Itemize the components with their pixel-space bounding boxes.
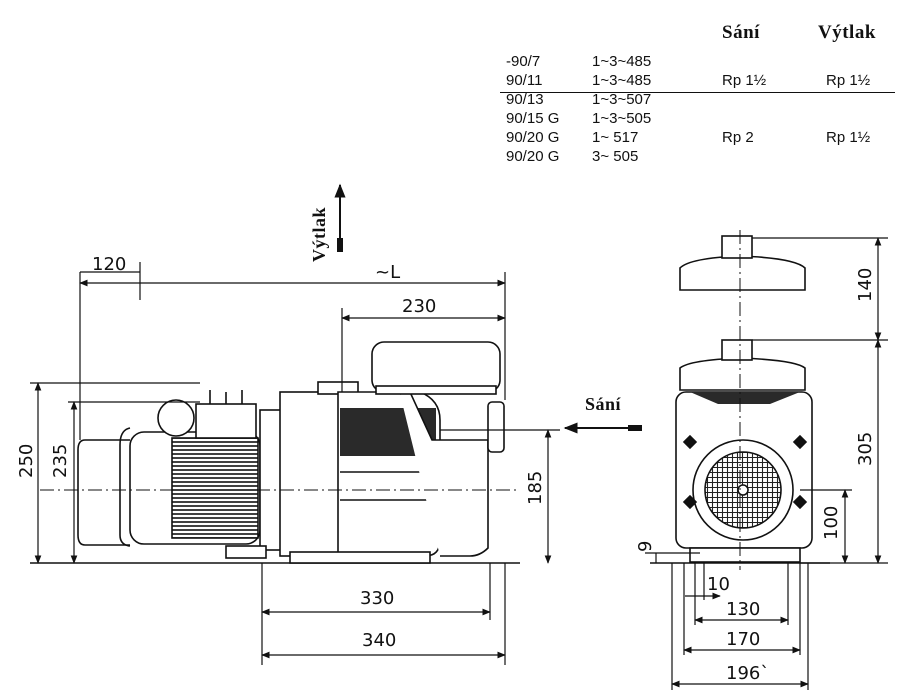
row-power: 1~ 517 xyxy=(592,129,639,146)
row-vytlak: Rp 1½ xyxy=(826,129,871,146)
table-row: 90/20 G 1~ 517 Rp 2 Rp 1½ xyxy=(500,128,895,147)
front-base xyxy=(689,547,801,563)
dim-100: 100 xyxy=(821,506,842,540)
lid-removed xyxy=(679,255,806,291)
fan-cover-edge xyxy=(119,427,131,547)
row-model: 90/11 xyxy=(506,72,543,89)
front-view xyxy=(650,230,830,570)
dim-340: 340 xyxy=(362,630,396,651)
table-row: 90/20 G 3~ 505 xyxy=(500,147,895,166)
front-view-dimensions xyxy=(645,237,888,690)
dim-9: 9 xyxy=(635,541,656,552)
row-sani: Rp 1½ xyxy=(722,72,767,89)
strainer-lid-ring xyxy=(375,385,497,395)
row-model: 90/20 G xyxy=(506,129,560,146)
spec-table: Sání Výtlak -90/7 1~3~485 90/11 1~3~485 … xyxy=(500,22,895,166)
lid-handle-mounted xyxy=(721,339,753,361)
dim-196: 196` xyxy=(726,663,769,684)
motor-fins xyxy=(171,437,259,539)
flow-arrows xyxy=(334,183,642,434)
label-length: ~L xyxy=(375,262,400,283)
dim-170: 170 xyxy=(726,629,760,650)
dim-10: 10 xyxy=(707,574,730,595)
terminal-box xyxy=(195,403,257,439)
capacitor xyxy=(157,399,195,437)
mount-bolts xyxy=(682,434,808,510)
strainer-housing xyxy=(399,391,489,557)
header-sani: Sání xyxy=(722,22,760,43)
fan-hub xyxy=(737,484,749,496)
lid-mounted xyxy=(679,357,806,391)
table-row: -90/7 1~3~485 xyxy=(500,52,895,71)
suction-port xyxy=(487,401,505,453)
dim-230: 230 xyxy=(402,296,436,317)
base-foot-front xyxy=(289,551,431,564)
dim-305: 305 xyxy=(855,432,876,466)
discharge-arrow-tail xyxy=(337,238,343,252)
row-model: 90/20 G xyxy=(506,148,560,165)
side-view xyxy=(30,341,520,564)
base-foot-rear xyxy=(225,545,267,559)
lid-handle-removed xyxy=(721,235,753,259)
dim-140: 140 xyxy=(855,268,876,302)
dim-130: 130 xyxy=(726,599,760,620)
dim-250: 250 xyxy=(16,444,37,478)
row-power: 1~3~485 xyxy=(592,72,652,89)
row-model: 90/13 xyxy=(506,91,544,108)
side-view-dimensions xyxy=(30,262,560,665)
row-model: 90/15 G xyxy=(506,110,560,127)
fan-cover xyxy=(77,439,130,546)
row-sani: Rp 2 xyxy=(722,129,754,146)
front-shaded-top xyxy=(690,392,800,404)
pump-housing-front xyxy=(279,391,341,557)
header-vytlak: Výtlak xyxy=(818,22,876,43)
row-model: -90/7 xyxy=(506,53,541,70)
suction-arrow-tail xyxy=(628,425,642,431)
table-divider xyxy=(500,92,895,93)
terminal-bolts xyxy=(209,390,243,404)
dim-235: 235 xyxy=(50,444,71,478)
table-row: 90/11 1~3~485 Rp 1½ Rp 1½ xyxy=(500,71,895,90)
dim-120: 120 xyxy=(92,254,126,275)
row-power: 1~3~507 xyxy=(592,91,652,108)
label-sani: Sání xyxy=(585,394,622,414)
row-vytlak: Rp 1½ xyxy=(826,72,871,89)
row-power: 1~3~485 xyxy=(592,53,652,70)
strainer-lid xyxy=(371,341,501,393)
table-row: 90/15 G 1~3~505 xyxy=(500,109,895,128)
dim-185: 185 xyxy=(525,471,546,505)
row-power: 3~ 505 xyxy=(592,148,639,165)
dim-330: 330 xyxy=(360,588,394,609)
row-power: 1~3~505 xyxy=(592,110,652,127)
table-row: 90/13 1~3~507 xyxy=(500,90,895,109)
spec-table-header: Sání Výtlak xyxy=(500,22,895,52)
label-vytlak: Výtlak xyxy=(309,207,329,262)
